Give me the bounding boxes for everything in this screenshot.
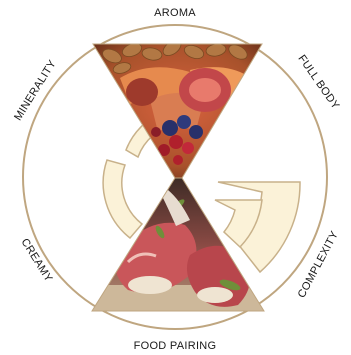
label-complexity: COMPLEXITY: [296, 229, 341, 300]
label-food-pairing: FOOD PAIRING: [134, 340, 217, 352]
label-creamy: CREAMY: [19, 237, 55, 285]
arc-band-left: [103, 160, 142, 238]
label-aroma: AROMA: [154, 7, 196, 19]
label-full-body: FULL BODY: [295, 53, 341, 112]
label-minerality: MINERALITY: [12, 58, 59, 123]
